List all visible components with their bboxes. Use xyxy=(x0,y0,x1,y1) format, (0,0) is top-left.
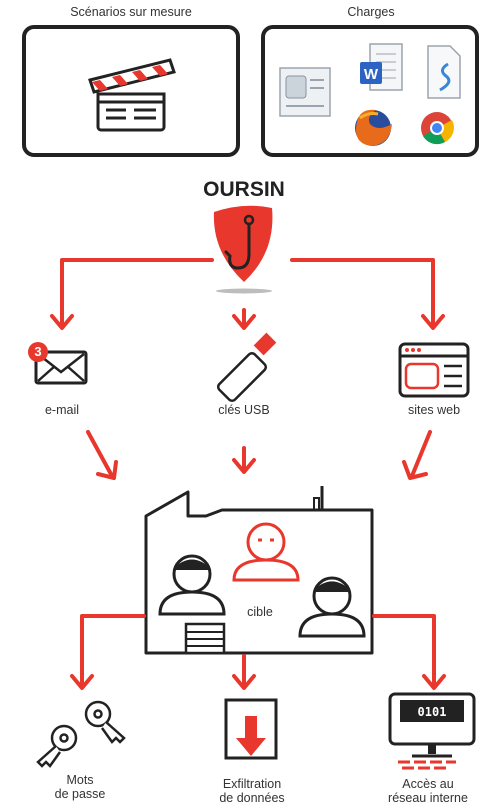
outcome-arrows xyxy=(70,614,446,690)
exfiltration-label-line2: de données xyxy=(219,791,285,805)
network-label-line1: Accès au xyxy=(402,777,454,791)
word-document-icon: W xyxy=(360,43,403,91)
distribution-arrows xyxy=(50,258,445,330)
monitor-icon xyxy=(388,692,476,770)
chrome-icon xyxy=(421,112,454,145)
target-label: cible xyxy=(247,605,273,619)
person-icon xyxy=(298,576,366,638)
scenarios-label: Scénarios sur mesure xyxy=(70,5,192,19)
document-icon xyxy=(279,67,331,117)
oursin-title: OURSIN xyxy=(203,178,285,201)
web-browser-icon xyxy=(398,342,470,398)
convergence-arrows xyxy=(86,430,432,480)
web-label: sites web xyxy=(407,403,461,417)
charges-label: Charges xyxy=(347,5,395,19)
passwords-label-line1: Mots xyxy=(66,773,94,787)
usb-label: clés USB xyxy=(218,403,270,417)
person-icon xyxy=(158,554,226,616)
svg-text:W: W xyxy=(364,66,379,83)
binary-text: 0101 xyxy=(417,705,447,719)
exfiltration-icon xyxy=(224,698,278,760)
exfiltration-label-line1: Exfiltration xyxy=(222,777,282,791)
person-icon xyxy=(232,522,300,582)
scenario-box xyxy=(22,25,240,157)
keys-icon xyxy=(36,700,126,768)
email-icon xyxy=(28,342,88,385)
firefox-icon xyxy=(355,109,392,146)
email-badge-count: 3 xyxy=(34,344,42,359)
network-label-line2: réseau interne xyxy=(388,791,468,805)
clapperboard-icon xyxy=(88,58,176,132)
script-file-icon xyxy=(427,45,461,99)
passwords-label-line2: de passe xyxy=(54,787,106,801)
usb-key-icon xyxy=(216,332,277,403)
oursin-shield-icon xyxy=(213,205,273,294)
email-label: e-mail xyxy=(44,403,80,417)
